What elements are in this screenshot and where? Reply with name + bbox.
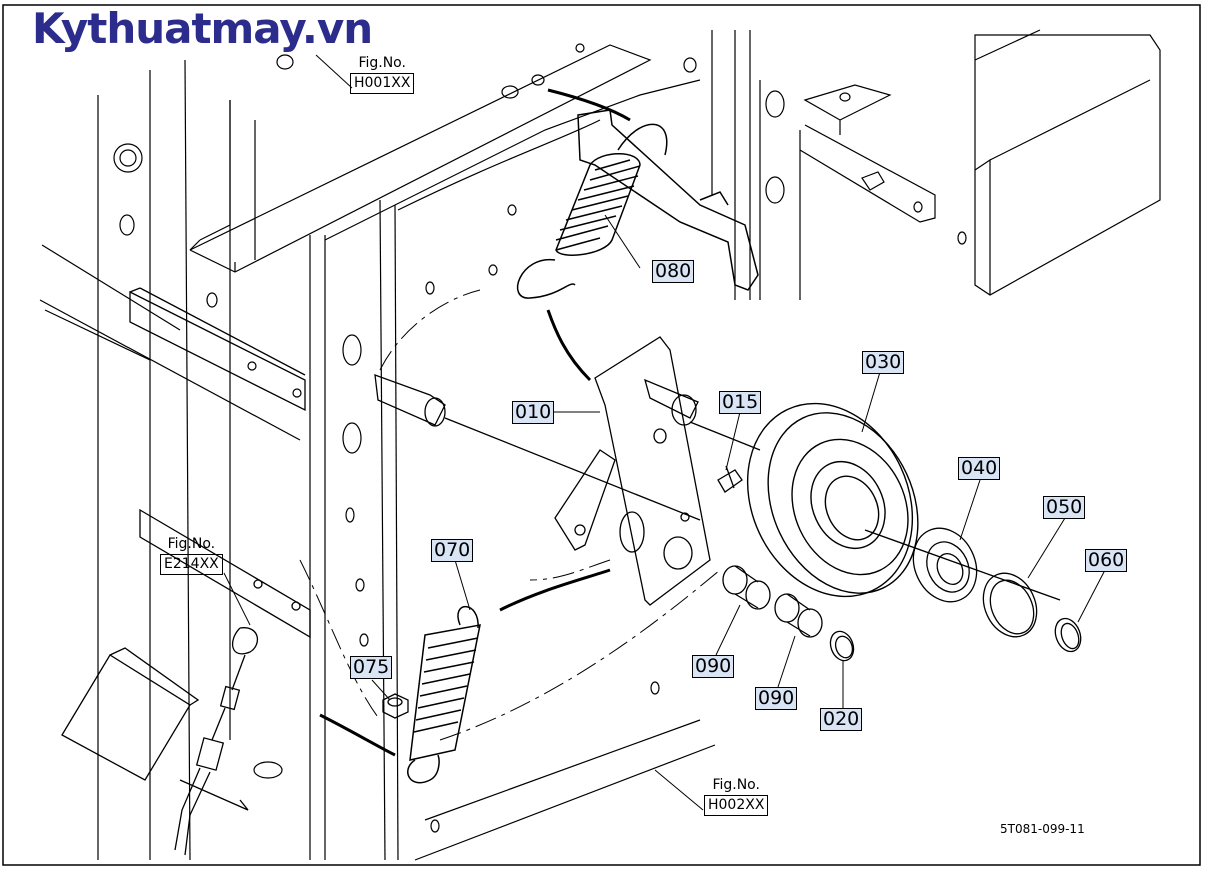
snap-ring-060 bbox=[1054, 617, 1082, 653]
watermark-logo: Kythuatmay.vn bbox=[32, 4, 373, 53]
snap-ring-050 bbox=[982, 572, 1038, 638]
part-callout-015[interactable]: 015 bbox=[719, 391, 762, 414]
figure-ref-left-code: E214XX bbox=[160, 554, 223, 575]
frame-holes bbox=[113, 43, 967, 833]
part-callout-070[interactable]: 070 bbox=[431, 539, 474, 562]
collar-090-b bbox=[774, 593, 823, 638]
idler-pulley-030 bbox=[746, 402, 1061, 601]
snap-ring-020 bbox=[829, 630, 855, 662]
part-callout-010[interactable]: 010 bbox=[512, 401, 555, 424]
frame-structure bbox=[39, 29, 1161, 861]
part-callout-040[interactable]: 040 bbox=[958, 457, 1001, 480]
flat-bars bbox=[129, 287, 311, 639]
part-callout-090-b[interactable]: 090 bbox=[755, 687, 798, 710]
spring-080 bbox=[516, 109, 759, 299]
grease-nipple-015 bbox=[717, 465, 743, 493]
nut-075 bbox=[382, 693, 409, 719]
part-callout-050[interactable]: 050 bbox=[1043, 496, 1086, 519]
figure-ref-top[interactable]: Fig.No. H001XX bbox=[350, 54, 415, 94]
tension-arm-010 bbox=[554, 336, 761, 606]
phantom-lines bbox=[299, 289, 721, 741]
bearing-040 bbox=[912, 527, 978, 603]
figure-ref-top-label: Fig.No. bbox=[358, 55, 406, 71]
figure-ref-bottom-code: H002XX bbox=[704, 795, 769, 816]
part-callout-060[interactable]: 060 bbox=[1085, 549, 1128, 572]
part-callout-020[interactable]: 020 bbox=[820, 708, 863, 731]
heavy-leaders bbox=[319, 88, 631, 757]
figure-ref-bottom-label: Fig.No. bbox=[712, 777, 760, 793]
figure-ref-left[interactable]: Fig.No. E214XX bbox=[160, 535, 223, 575]
spring-070 bbox=[407, 605, 481, 784]
part-callout-030[interactable]: 030 bbox=[862, 351, 905, 374]
collar-090-a bbox=[722, 565, 771, 610]
figure-ref-top-code: H001XX bbox=[350, 73, 415, 94]
part-callout-090-a[interactable]: 090 bbox=[692, 655, 735, 678]
figure-ref-bottom[interactable]: Fig.No. H002XX bbox=[704, 776, 769, 816]
drawing-number: 5T081-099-11 bbox=[1000, 822, 1085, 836]
figure-ref-left-label: Fig.No. bbox=[167, 536, 216, 552]
part-callout-080[interactable]: 080 bbox=[652, 260, 695, 283]
cable-assembly bbox=[61, 627, 259, 856]
part-callout-075[interactable]: 075 bbox=[350, 656, 393, 679]
tension-arm-shaft bbox=[374, 374, 701, 521]
